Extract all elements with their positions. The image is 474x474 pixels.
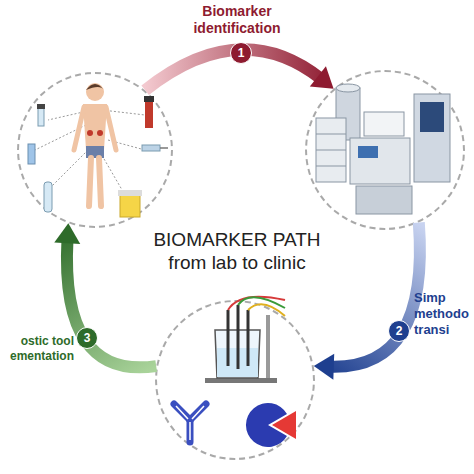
illustration-shape xyxy=(358,146,378,158)
illustration-shape xyxy=(83,104,107,150)
arrow-head xyxy=(54,223,80,244)
illustration-shape xyxy=(272,411,296,439)
illustration-shape xyxy=(142,145,160,151)
illustration-shape xyxy=(420,102,444,132)
illustration-shape xyxy=(118,190,142,196)
illustration-shape xyxy=(189,422,191,440)
illustration-shape xyxy=(28,144,35,164)
illustration-shape xyxy=(160,147,168,149)
illustration-shape xyxy=(237,305,240,369)
step-label: Simp methodo transi xyxy=(414,290,474,338)
cycle-arrow xyxy=(314,223,420,380)
step-label: Biomarker identification xyxy=(172,3,302,37)
illustration-shape xyxy=(97,130,103,136)
arrow-shaft xyxy=(67,239,156,367)
illustration-shape xyxy=(44,182,52,212)
illustration-shape xyxy=(38,108,44,126)
callout-number: 3 xyxy=(76,327,98,349)
illustration-shape xyxy=(350,138,410,184)
illustration-shape xyxy=(145,100,153,128)
illustration-shape xyxy=(187,420,194,442)
arrow-head xyxy=(310,66,334,89)
illustration-shape xyxy=(316,150,346,151)
diagram-title: BIOMARKER PATH from lab to clinic xyxy=(145,228,329,274)
arrow-shaft xyxy=(330,223,420,367)
illustration-shape xyxy=(144,96,154,102)
illustration-shape xyxy=(316,166,346,167)
illustration-shape xyxy=(99,158,101,206)
callout-number: 2 xyxy=(388,320,410,342)
callout-number: 1 xyxy=(230,42,252,64)
illustration-shape xyxy=(37,104,45,109)
illustration-shape xyxy=(316,118,346,182)
illustration-shape xyxy=(364,112,404,136)
illustration-shape xyxy=(356,186,412,214)
illustration-shape xyxy=(247,310,250,366)
illustration-shape xyxy=(87,130,93,136)
illustration-shape xyxy=(336,84,360,92)
illustration-shape xyxy=(266,315,270,380)
illustration-shape xyxy=(227,310,230,366)
illustration-shape xyxy=(120,195,140,217)
arrow-head xyxy=(314,354,334,380)
step-label: ostic tool ementation xyxy=(0,334,74,364)
illustration-shape xyxy=(414,94,450,182)
illustration-shape xyxy=(89,158,91,206)
illustration-shape xyxy=(316,134,346,135)
illustration-shape xyxy=(86,83,104,101)
